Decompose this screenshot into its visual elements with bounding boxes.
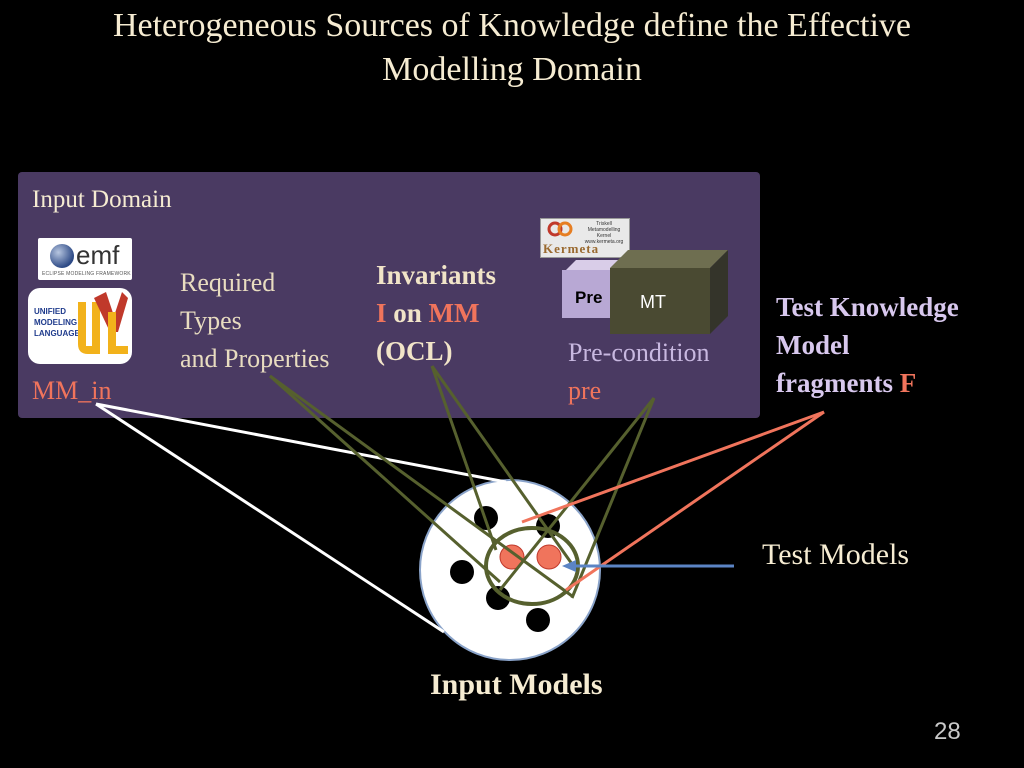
- invariants-heading: Invariants: [376, 260, 497, 290]
- uml-logo-text: UNIFIED MODELING LANGUAGE: [34, 306, 80, 339]
- mt-cube-label: MT: [640, 292, 666, 312]
- required-line: Types: [180, 306, 242, 335]
- input-model-dot: [526, 608, 550, 632]
- pre-box-label: Pre: [575, 288, 603, 307]
- required-types-line: [269, 374, 573, 598]
- fragment-line: [565, 410, 825, 592]
- kermeta-logo-word: Kermeta: [543, 241, 600, 256]
- fragments-word: fragments: [776, 368, 900, 398]
- mm-in-lines: [95, 402, 507, 634]
- metamodel-symbol: MM: [428, 298, 480, 328]
- input-models-label: Input Models: [430, 668, 603, 701]
- invariants-line: [430, 365, 498, 551]
- page-number: 28: [934, 718, 961, 745]
- uml-logo-line: LANGUAGE: [34, 329, 80, 338]
- pre-mt-shapes: [562, 250, 728, 334]
- input-model-dot: [450, 560, 474, 584]
- precondition-symbol: pre: [568, 376, 602, 405]
- uml-letters-icon: [78, 292, 128, 354]
- precondition-text: Pre-condition pre: [568, 334, 710, 410]
- required-types-text: Required Types and Properties: [180, 264, 329, 378]
- mm-in-line: [95, 402, 445, 634]
- ocl-label: (OCL): [376, 336, 453, 366]
- mt-cube-side: [710, 250, 728, 334]
- test-model-dot: [536, 544, 562, 570]
- olive-lines: [268, 365, 656, 599]
- input-model-dot: [486, 586, 510, 610]
- uml-logo-line: UNIFIED: [34, 307, 66, 316]
- kermeta-logo: Triskell Metamodelling Kernel www.kermet…: [540, 218, 630, 258]
- emf-logo-subtitle: ECLIPSE MODELING FRAMEWORK: [42, 271, 131, 277]
- kermeta-logo-caption: Triskell Metamodelling Kernel www.kermet…: [584, 221, 624, 245]
- invariants-text: Invariants I on MM (OCL): [376, 256, 496, 370]
- required-types-line: [268, 374, 502, 584]
- mm-in-line: [95, 402, 507, 484]
- emf-logo-text: emf: [76, 240, 120, 270]
- required-line: Required: [180, 268, 276, 297]
- triskell-icon: [547, 221, 573, 237]
- test-models-label: Test Models: [762, 538, 910, 571]
- test-knowledge-line: fragments F: [776, 364, 959, 402]
- slide-title: Heterogeneous Sources of Knowledge defin…: [112, 7, 912, 88]
- required-line: and Properties: [180, 344, 330, 373]
- arrowhead-icon: [562, 560, 576, 572]
- test-knowledge-line: Test Knowledge: [776, 292, 959, 322]
- invariants-line: I on MM: [376, 294, 496, 332]
- test-knowledge-text: Test Knowledge Model fragments F: [776, 288, 959, 402]
- fragment-line: [521, 410, 825, 524]
- fragment-lines: [521, 410, 825, 592]
- test-model-dot: [499, 544, 525, 570]
- input-domain-label: Input Domain: [32, 186, 172, 213]
- fragments-symbol: F: [899, 368, 917, 398]
- invariant-symbol: I: [376, 298, 387, 328]
- globe-icon: [50, 244, 74, 268]
- precondition-line: [498, 397, 656, 591]
- invariants-on: on: [386, 298, 429, 328]
- mt-cube-top: [610, 250, 728, 268]
- uml-logo: UNIFIED MODELING LANGUAGE: [28, 288, 132, 364]
- test-knowledge-line: Model: [776, 330, 850, 360]
- precondition-heading: Pre-condition: [568, 338, 710, 367]
- uml-logo-line: MODELING: [34, 318, 78, 327]
- mm-in-label: MM_in: [32, 376, 112, 405]
- emf-logo: emf ECLIPSE MODELING FRAMEWORK: [38, 238, 132, 280]
- mt-cube-front: [610, 268, 710, 334]
